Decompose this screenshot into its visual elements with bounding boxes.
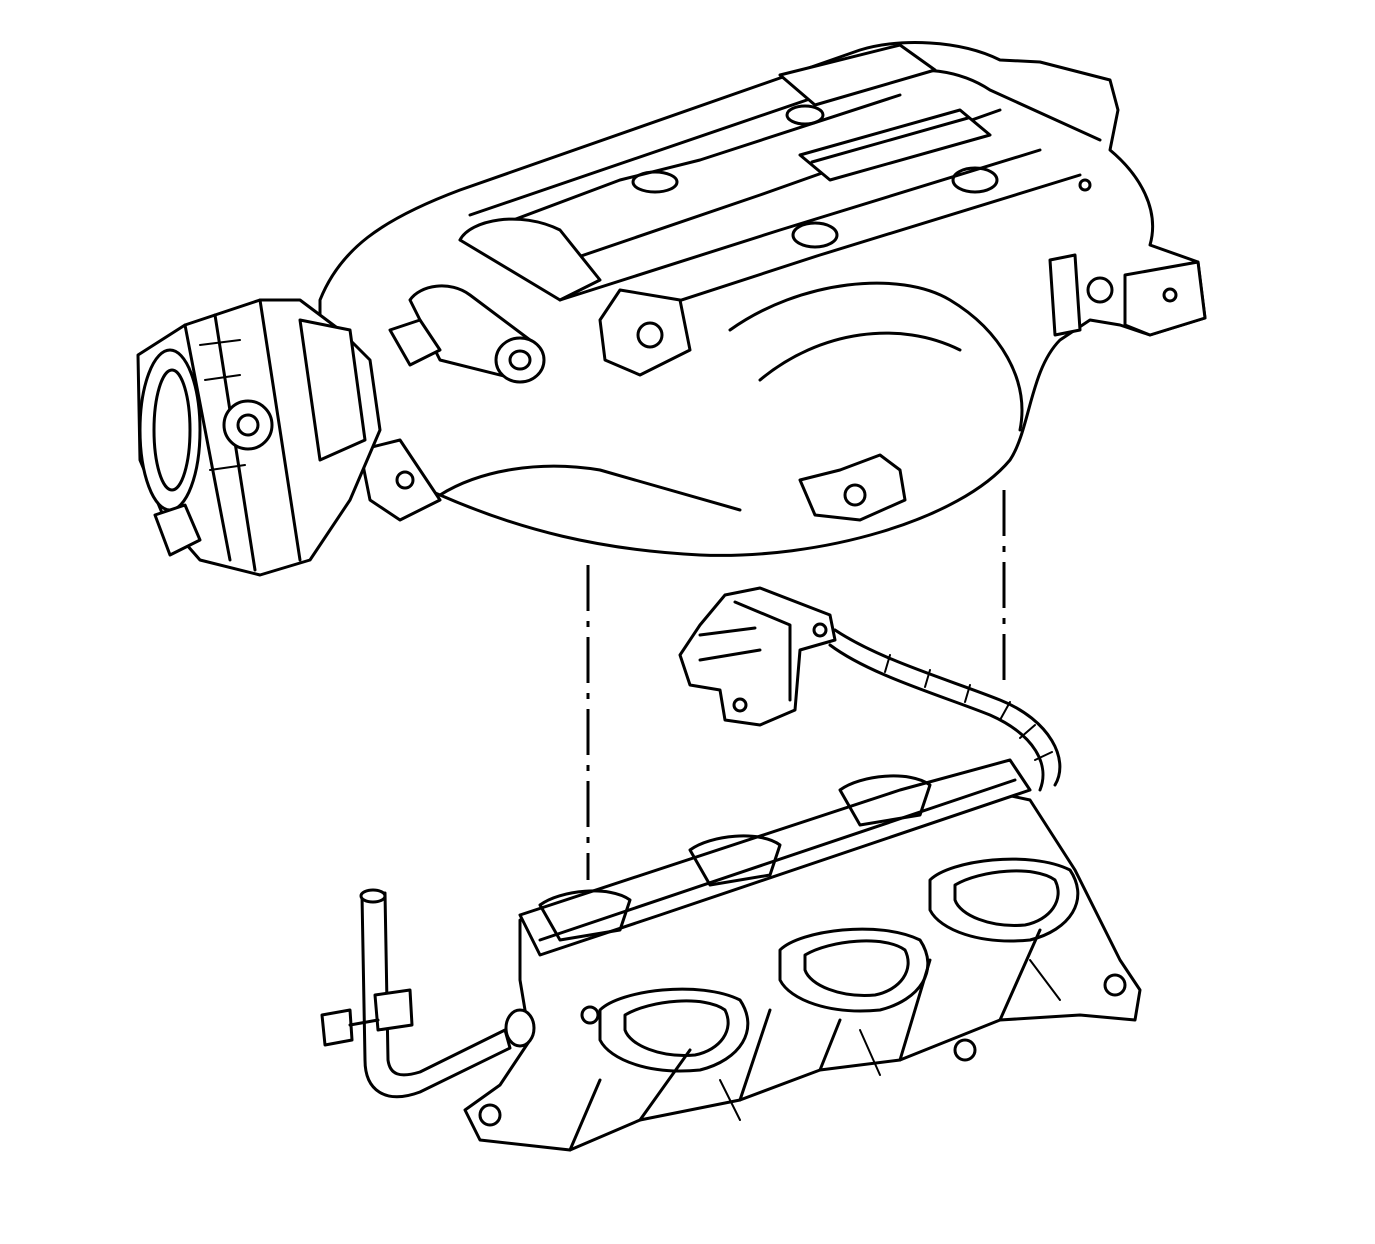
fuel-tube-drawing bbox=[320, 888, 536, 1099]
harness-bracket-drawing bbox=[678, 586, 1062, 792]
lower-manifold-drawing bbox=[463, 758, 1142, 1152]
upper-manifold-drawing bbox=[318, 41, 1207, 557]
throttle-body-drawing bbox=[136, 298, 382, 577]
alignment-guides bbox=[586, 490, 1006, 880]
